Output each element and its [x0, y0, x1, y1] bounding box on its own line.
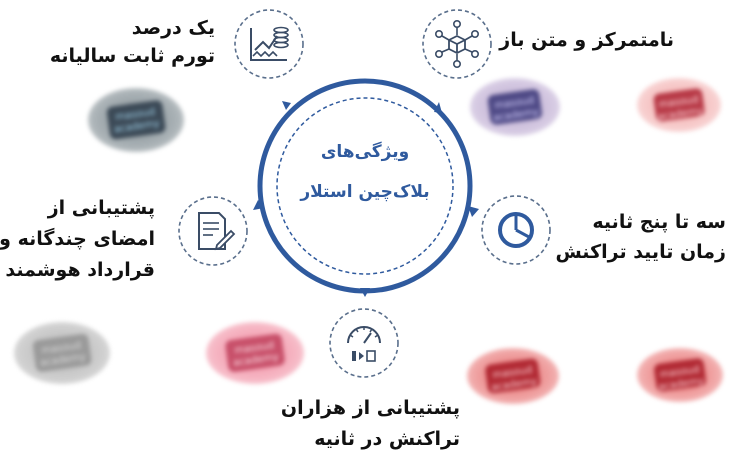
- center-title-line2: بلاک‌چین استلار: [300, 182, 430, 202]
- feature-throughput-line1: پشتیبانی از هزاران: [280, 397, 460, 419]
- arrow-to-decentralized: [434, 102, 442, 113]
- feature-confirmation-label: سه تا پنج ثانیه زمان تایید تراکنش: [555, 207, 726, 267]
- network-cube-icon: [419, 6, 495, 82]
- pie-timer-icon: [478, 192, 554, 268]
- arrow-to-multisig: [253, 200, 264, 210]
- arrow-to-confirmation: [468, 206, 479, 217]
- contract-pen-icon: [175, 193, 251, 269]
- feature-inflation-line2: تورم ثابت سالیانه: [49, 45, 215, 67]
- gauge-icon: [326, 305, 402, 381]
- feature-multisig-line3: قرارداد هوشمند: [5, 259, 155, 281]
- feature-confirmation-line2: زمان تایید تراکنش: [555, 241, 726, 263]
- feature-confirmation-line1: سه تا پنج ثانیه: [592, 211, 726, 233]
- feature-decentralized-line1: نامتمرکز و متن باز: [499, 29, 674, 51]
- feature-throughput-line2: تراکنش در ثانیه: [314, 428, 460, 450]
- arrow-to-throughput: [360, 288, 370, 297]
- feature-multisig-label: پشتیبانی از امضای چندگانه و قرارداد هوشم…: [0, 193, 155, 286]
- chart-coins-icon: [231, 6, 307, 82]
- feature-inflation-line1: یک درصد: [131, 17, 215, 39]
- arrow-to-inflation: [282, 101, 291, 110]
- center-title-line1: ویژگی‌های: [320, 142, 410, 162]
- feature-multisig-line1: پشتیبانی از: [47, 197, 155, 219]
- feature-throughput-label: پشتیبانی از هزاران تراکنش در ثانیه: [281, 393, 460, 455]
- feature-decentralized-label: نامتمرکز و متن باز: [499, 26, 674, 54]
- center-title: ویژگی‌های بلاک‌چین استلار: [270, 132, 460, 212]
- feature-inflation-label: یک درصد تورم ثابت سالیانه: [50, 14, 215, 70]
- feature-multisig-line2: امضای چندگانه و: [0, 228, 155, 250]
- inner-dashed-ring: [276, 97, 454, 275]
